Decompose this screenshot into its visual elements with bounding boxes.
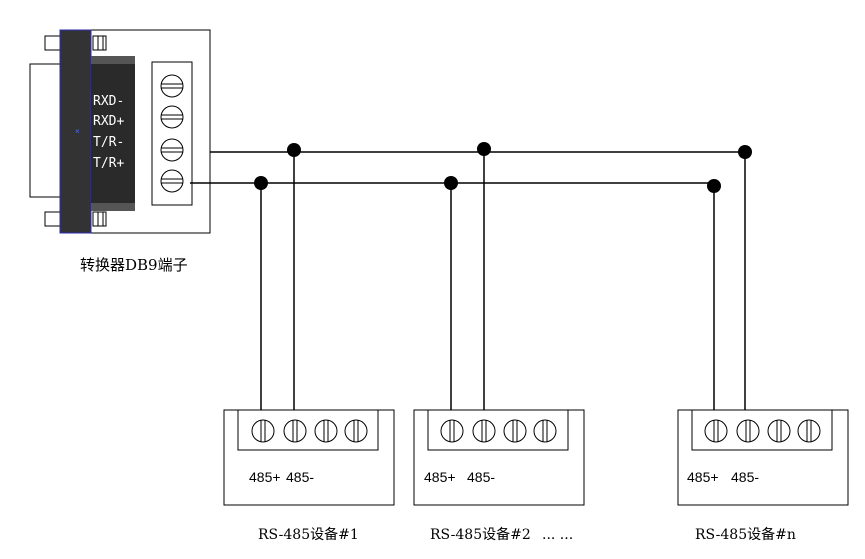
device-n-caption: RS-485设备#n xyxy=(695,526,796,543)
device-1-caption: RS-485设备#1 xyxy=(258,526,359,543)
pin-label-3: T/R+ xyxy=(93,156,124,171)
converter-caption: 转换器DB9端子 xyxy=(80,256,188,274)
rs485-device-1: 485+ 485- RS-485设备#1 xyxy=(223,409,395,543)
db9-label-plate xyxy=(91,56,135,211)
rs485-device-n: 485+ 485- RS-485设备#n xyxy=(677,409,849,543)
junction-dots xyxy=(254,142,752,193)
device-2-terminal-minus: 485- xyxy=(467,469,495,485)
svg-text:×: × xyxy=(75,127,80,136)
pin-label-2: T/R- xyxy=(93,135,124,150)
ellipsis-text: ... ... xyxy=(542,527,573,543)
device-1-terminal-plus: 485+ xyxy=(249,469,281,485)
device-2-caption: RS-485设备#2 xyxy=(430,526,531,543)
mount-screw-top-left xyxy=(44,35,61,51)
converter-screw-3 xyxy=(160,169,184,193)
junction-dot xyxy=(477,142,491,156)
converter-db9-connector: × RXD- RXD+ T/R- T/R+ 转换器D xyxy=(29,29,211,274)
device-2-terminal-plus: 485+ xyxy=(424,469,456,485)
pin-label-0: RXD- xyxy=(93,94,124,109)
device-n-terminal-minus: 485- xyxy=(731,469,759,485)
converter-screw-1 xyxy=(160,105,184,129)
device-1-terminal-minus: 485- xyxy=(286,469,314,485)
mount-screw-top-right xyxy=(92,35,107,51)
db9-shell-left xyxy=(29,63,62,198)
junction-dot xyxy=(254,176,268,190)
junction-dot xyxy=(287,143,301,157)
db9-dark-bar xyxy=(59,29,92,234)
bus-wires xyxy=(190,149,746,415)
converter-screw-2 xyxy=(160,138,184,162)
rs485-device-2: 485+ 485- RS-485设备#2 xyxy=(413,409,585,543)
pin-label-1: RXD+ xyxy=(93,114,124,129)
mount-screw-bottom-right xyxy=(92,211,107,227)
junction-dot xyxy=(738,145,752,159)
junction-dot xyxy=(444,176,458,190)
device-n-terminal-plus: 485+ xyxy=(687,469,719,485)
mount-screw-bottom-left xyxy=(44,211,61,227)
junction-dot xyxy=(707,179,721,193)
converter-screw-0 xyxy=(160,74,184,98)
